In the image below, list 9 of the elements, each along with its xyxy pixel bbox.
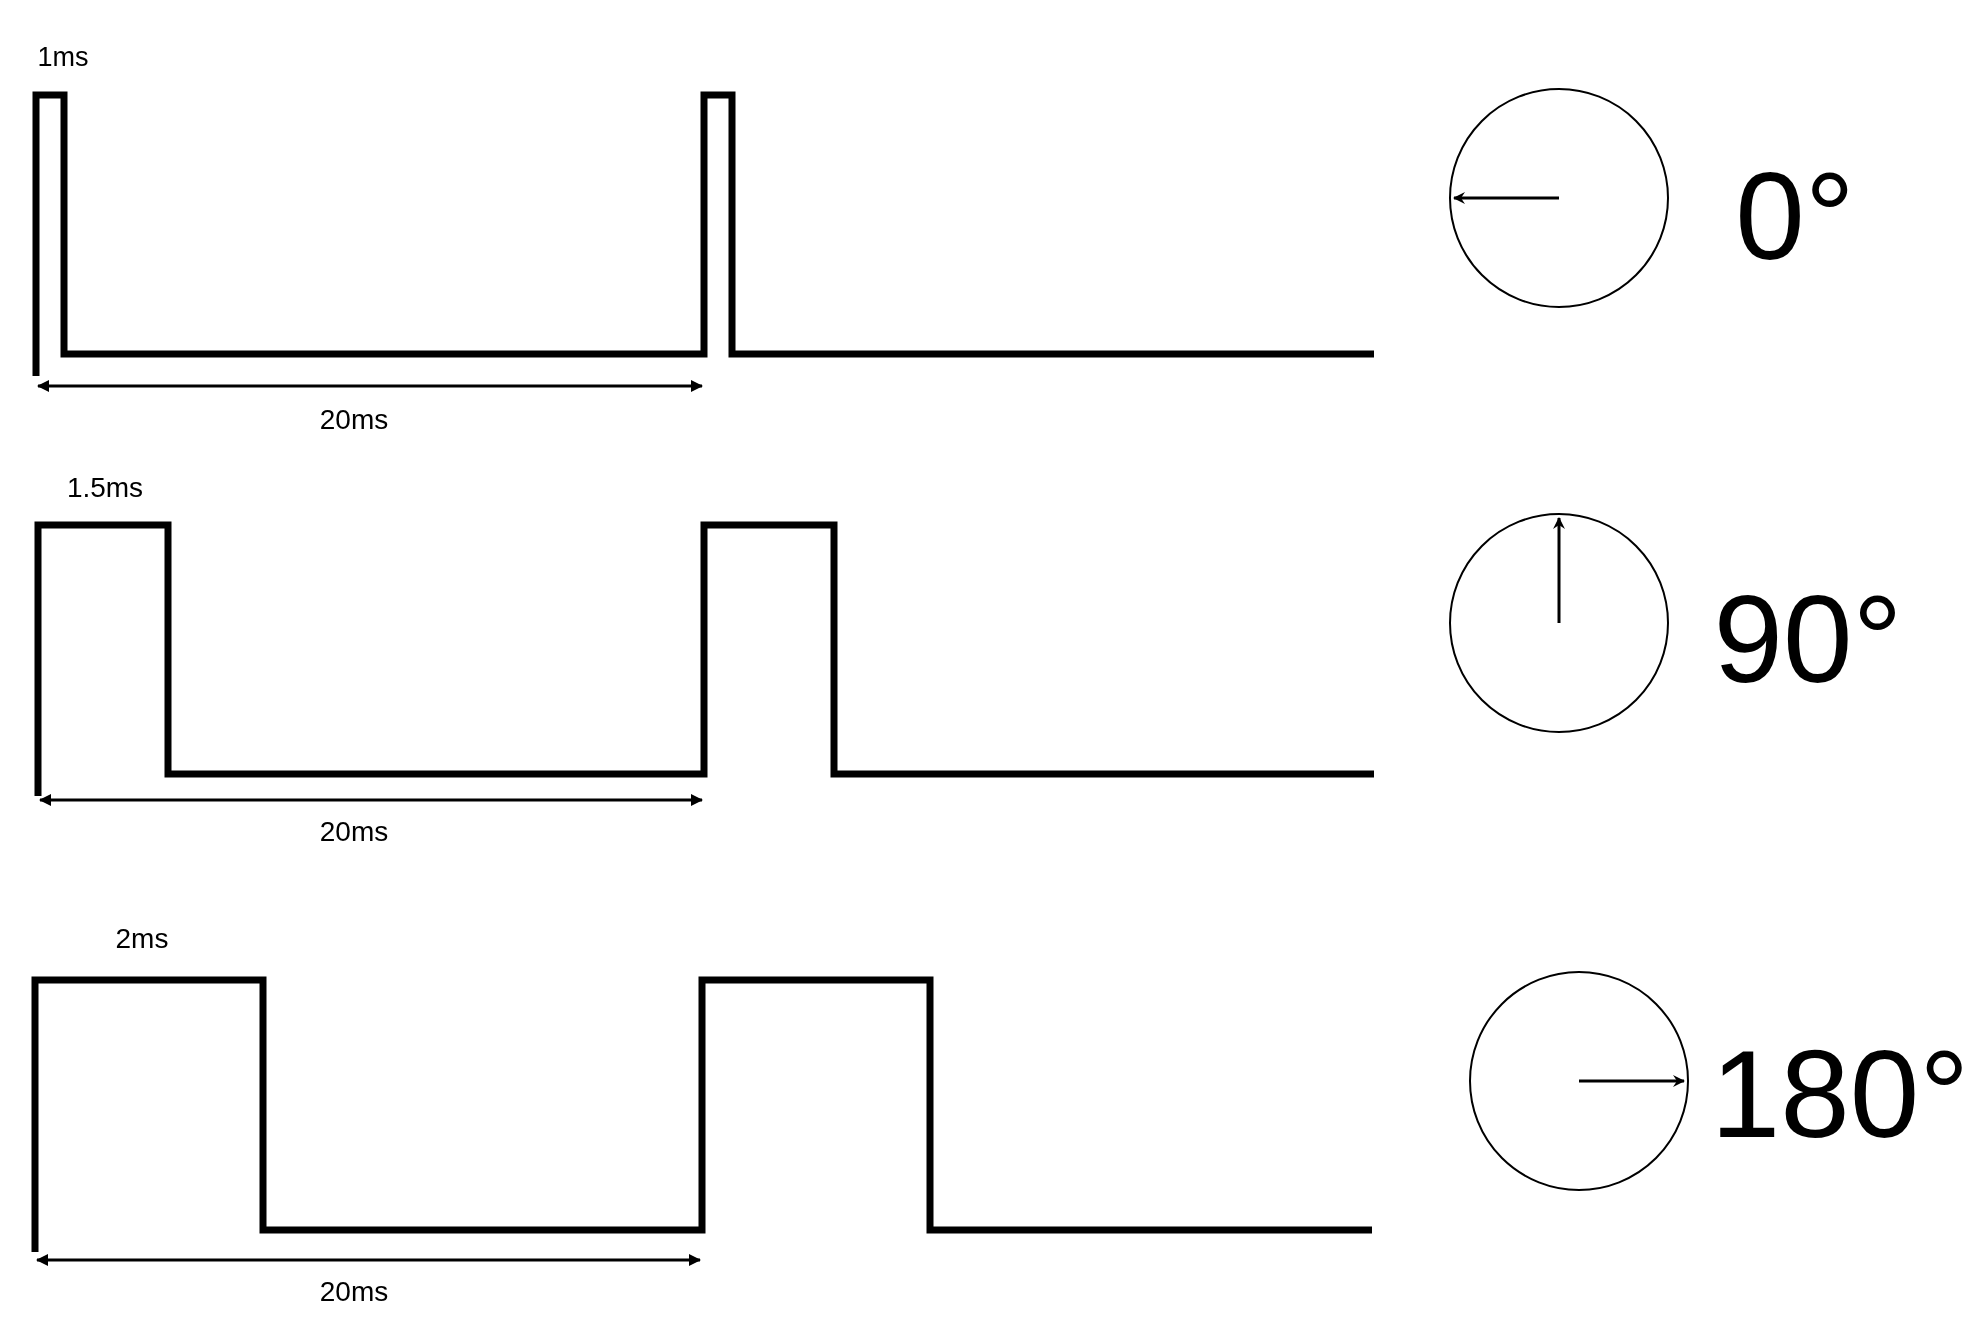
angle-label: 90° <box>1713 575 1903 701</box>
pulse-width-label: 1ms <box>37 43 89 71</box>
pulse-width-label: 2ms <box>115 925 169 953</box>
period-label: 20ms <box>319 818 389 846</box>
angle-label: 180° <box>1710 1030 1970 1156</box>
period-label: 20ms <box>319 1278 389 1306</box>
angle-label: 0° <box>1735 152 1855 278</box>
period-label: 20ms <box>319 406 389 434</box>
pulse-width-label: 1.5ms <box>66 474 144 502</box>
